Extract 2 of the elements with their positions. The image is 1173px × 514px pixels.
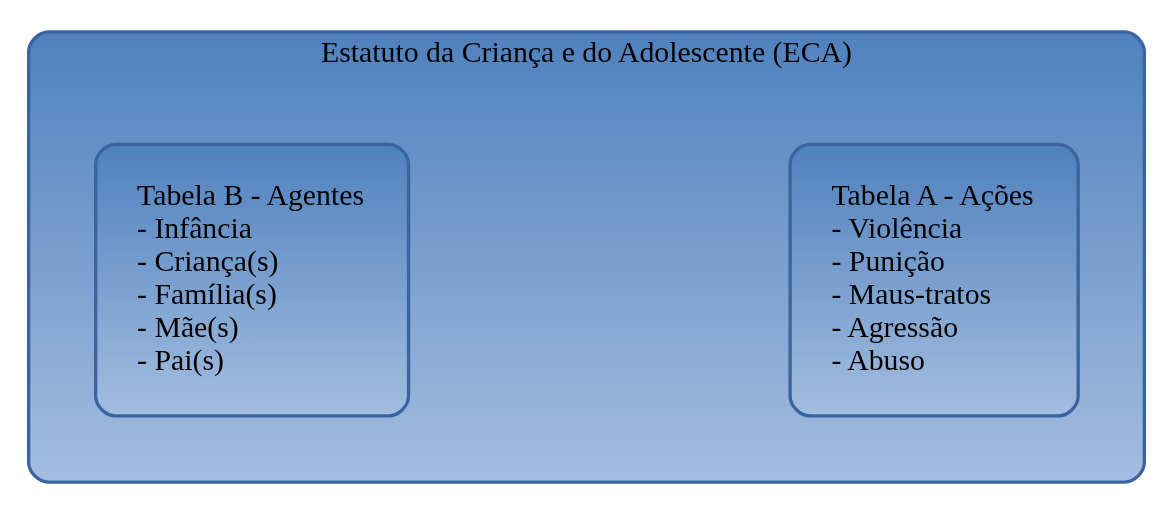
node-box: Tabela B - Agentes - Infância - Criança(s) - Família(s) - Mãe(s) - Pai(s) [94,142,411,418]
node-box: Tabela A - Ações - Violência - Punição - Maus-tratos - Agressão - Abuso [788,142,1080,418]
